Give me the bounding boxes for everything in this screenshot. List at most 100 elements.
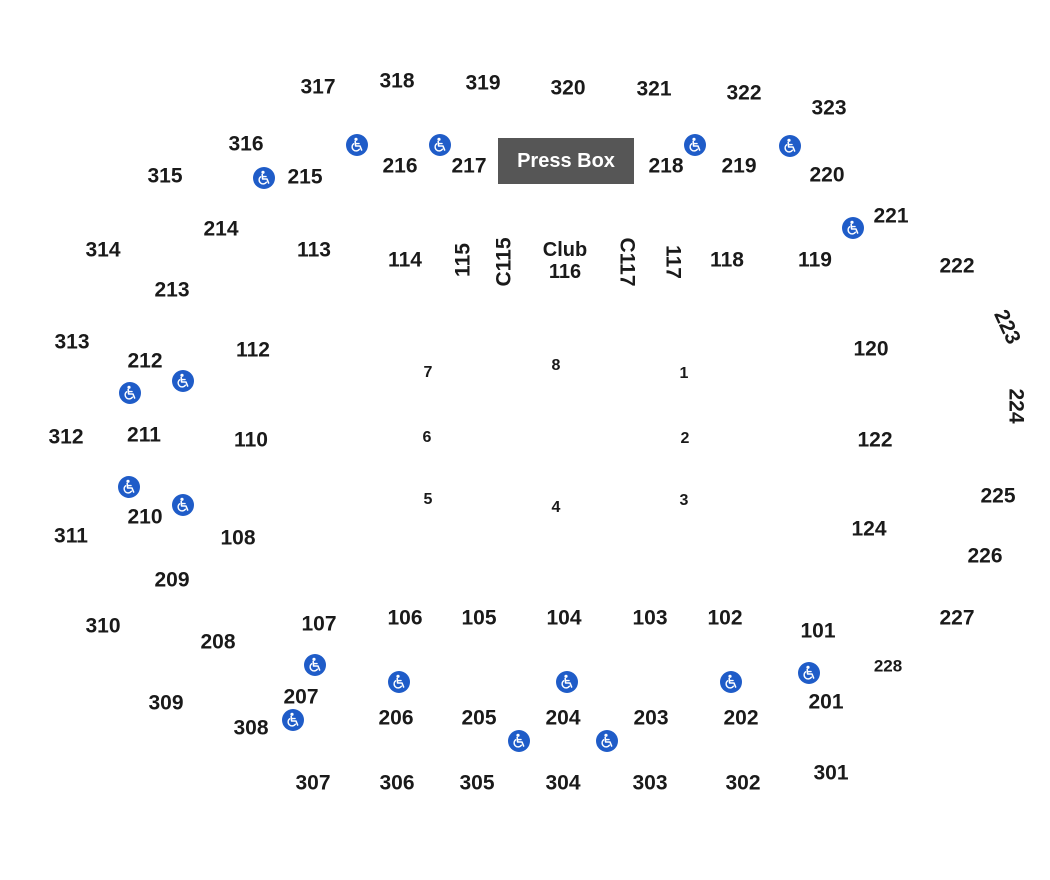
- section-c115[interactable]: C115: [492, 237, 516, 287]
- section-228[interactable]: 228: [873, 656, 903, 676]
- section-322[interactable]: 322: [726, 81, 762, 105]
- section-315[interactable]: 315: [147, 164, 183, 188]
- section-318[interactable]: 318: [379, 69, 415, 93]
- section-310[interactable]: 310: [85, 614, 121, 638]
- wheelchair-accessible-icon: [118, 476, 140, 498]
- section-106[interactable]: 106: [387, 606, 423, 630]
- floor-section-5[interactable]: 5: [423, 491, 433, 508]
- section-112[interactable]: 112: [236, 338, 270, 362]
- floor-section-3[interactable]: 3: [679, 492, 689, 509]
- floor-section-2[interactable]: 2: [680, 430, 690, 447]
- section-219[interactable]: 219: [721, 154, 757, 178]
- section-212[interactable]: 212: [127, 349, 163, 373]
- section-104[interactable]: 104: [546, 606, 582, 630]
- section-208[interactable]: 208: [200, 630, 236, 654]
- floor-section-7[interactable]: 7: [423, 364, 433, 381]
- section-304[interactable]: 304: [545, 771, 581, 795]
- section-225[interactable]: 225: [980, 484, 1016, 508]
- section-320[interactable]: 320: [550, 76, 586, 100]
- section-316[interactable]: 316: [228, 132, 264, 156]
- wheelchair-accessible-icon: [304, 654, 326, 676]
- floor-section-6[interactable]: 6: [422, 429, 432, 446]
- section-301[interactable]: 301: [813, 761, 849, 785]
- section-224[interactable]: 224: [1004, 388, 1028, 424]
- wheelchair-accessible-icon: [172, 370, 194, 392]
- wheelchair-accessible-icon: [172, 494, 194, 516]
- section-321[interactable]: 321: [636, 77, 672, 101]
- section-119[interactable]: 119: [798, 248, 832, 272]
- section-218[interactable]: 218: [648, 154, 684, 178]
- floor-section-8[interactable]: 8: [551, 357, 561, 374]
- club-116-section[interactable]: Club 116: [543, 239, 587, 283]
- club-label: Club: [542, 239, 588, 261]
- section-311[interactable]: 311: [54, 524, 88, 548]
- section-319[interactable]: 319: [465, 71, 501, 95]
- wheelchair-accessible-icon: [842, 217, 864, 239]
- section-217[interactable]: 217: [451, 154, 487, 178]
- section-202[interactable]: 202: [723, 706, 759, 730]
- section-201[interactable]: 201: [808, 690, 844, 714]
- section-206[interactable]: 206: [378, 706, 414, 730]
- section-107[interactable]: 107: [301, 612, 337, 636]
- wheelchair-accessible-icon: [684, 134, 706, 156]
- section-220[interactable]: 220: [809, 163, 845, 187]
- section-308[interactable]: 308: [233, 716, 269, 740]
- section-305[interactable]: 305: [459, 771, 495, 795]
- section-102[interactable]: 102: [707, 606, 743, 630]
- section-210[interactable]: 210: [127, 505, 163, 529]
- section-306[interactable]: 306: [379, 771, 415, 795]
- section-103[interactable]: 103: [632, 606, 668, 630]
- section-227[interactable]: 227: [939, 606, 975, 630]
- wheelchair-accessible-icon: [388, 671, 410, 693]
- section-313[interactable]: 313: [54, 330, 90, 354]
- section-120[interactable]: 120: [853, 337, 889, 361]
- section-309[interactable]: 309: [148, 691, 184, 715]
- section-110[interactable]: 110: [234, 428, 268, 452]
- wheelchair-accessible-icon: [119, 382, 141, 404]
- wheelchair-accessible-icon: [779, 135, 801, 157]
- section-221[interactable]: 221: [873, 204, 909, 228]
- floor-section-1[interactable]: 1: [679, 365, 689, 382]
- section-226[interactable]: 226: [967, 544, 1003, 568]
- section-312[interactable]: 312: [48, 425, 84, 449]
- section-117[interactable]: 117: [661, 245, 685, 279]
- club-number: 116: [548, 261, 582, 283]
- wheelchair-accessible-icon: [798, 662, 820, 684]
- section-317[interactable]: 317: [300, 75, 336, 99]
- section-113[interactable]: 113: [297, 238, 331, 262]
- section-215[interactable]: 215: [287, 165, 323, 189]
- section-122[interactable]: 122: [857, 428, 893, 452]
- section-124[interactable]: 124: [851, 517, 887, 541]
- floor-section-4[interactable]: 4: [551, 499, 561, 516]
- section-209[interactable]: 209: [154, 568, 190, 592]
- section-323[interactable]: 323: [811, 96, 847, 120]
- section-303[interactable]: 303: [632, 771, 668, 795]
- section-105[interactable]: 105: [461, 606, 497, 630]
- wheelchair-accessible-icon: [282, 709, 304, 731]
- press-box: Press Box: [498, 138, 634, 184]
- section-118[interactable]: 118: [710, 248, 744, 272]
- section-c117[interactable]: C117: [615, 237, 639, 287]
- section-203[interactable]: 203: [633, 706, 669, 730]
- wheelchair-accessible-icon: [429, 134, 451, 156]
- section-115[interactable]: 115: [451, 243, 475, 277]
- section-101[interactable]: 101: [800, 619, 836, 643]
- section-211[interactable]: 211: [127, 423, 161, 447]
- section-314[interactable]: 314: [85, 238, 121, 262]
- wheelchair-accessible-icon: [596, 730, 618, 752]
- section-204[interactable]: 204: [545, 706, 581, 730]
- section-108[interactable]: 108: [220, 526, 256, 550]
- section-205[interactable]: 205: [461, 706, 497, 730]
- section-307[interactable]: 307: [295, 771, 331, 795]
- section-302[interactable]: 302: [725, 771, 761, 795]
- wheelchair-accessible-icon: [346, 134, 368, 156]
- section-223[interactable]: 223: [989, 306, 1025, 348]
- section-207[interactable]: 207: [283, 685, 319, 709]
- wheelchair-accessible-icon: [720, 671, 742, 693]
- section-216[interactable]: 216: [382, 154, 418, 178]
- section-114[interactable]: 114: [388, 248, 422, 272]
- section-222[interactable]: 222: [939, 254, 975, 278]
- section-214[interactable]: 214: [203, 217, 239, 241]
- section-213[interactable]: 213: [154, 278, 190, 302]
